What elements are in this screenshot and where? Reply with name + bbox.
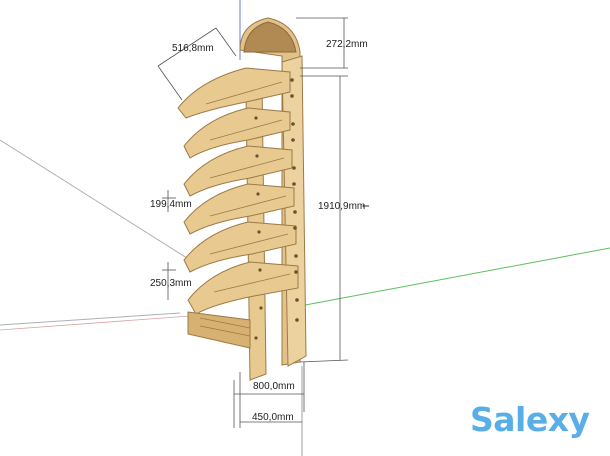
top-arch	[243, 21, 297, 53]
watermark-logo: Salexy	[470, 400, 590, 439]
move-cursor-icon: ⇐	[362, 202, 370, 212]
shelves	[177, 67, 299, 349]
depth-dimension-label: 516,8mm	[172, 43, 214, 54]
grey-axis-diagonal	[0, 139, 191, 261]
grey-axis-lower	[0, 312, 181, 326]
dimension-lines	[157, 17, 349, 428]
shelf-spacing-dimension-label: 199,4mm	[150, 199, 192, 210]
height-dimension-label: 1910,9mm	[318, 201, 366, 212]
inner-width-dimension-label: 450,0mm	[252, 412, 294, 423]
rack-model[interactable]	[177, 17, 307, 381]
bottom-spacing-dimension-label: 250,3mm	[150, 278, 192, 289]
green-axis	[299, 247, 610, 307]
bolt-holes	[254, 78, 299, 340]
top-thickness-dimension-label: 272,2mm	[326, 39, 368, 50]
outer-width-dimension-label: 800,0mm	[253, 381, 295, 392]
red-axis	[0, 315, 191, 331]
slats	[199, 81, 291, 337]
